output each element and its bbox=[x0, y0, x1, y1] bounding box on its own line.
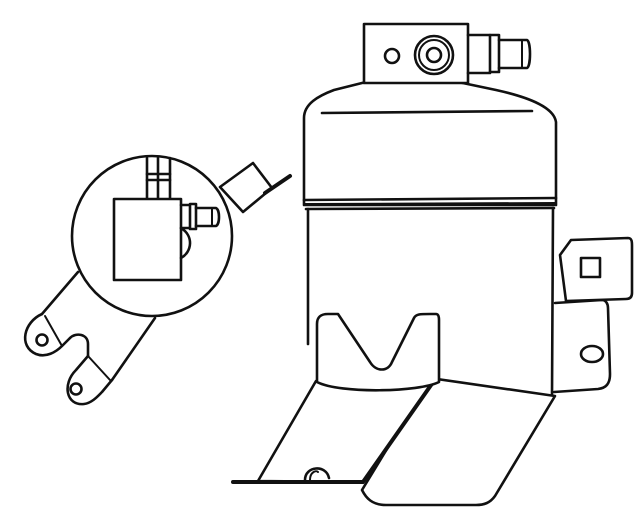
eyelet-hole-2-icon bbox=[69, 382, 83, 396]
top-fitting-block bbox=[362, 22, 532, 85]
detail-inset bbox=[70, 154, 234, 318]
leader-tab bbox=[218, 161, 292, 214]
square-mount-hole-icon bbox=[579, 256, 602, 279]
base-bracket bbox=[231, 312, 557, 507]
inset-switch-body bbox=[112, 197, 183, 282]
side-bracket bbox=[552, 236, 634, 394]
port-hole-icon bbox=[383, 47, 401, 65]
eyelet-hole-1-icon bbox=[35, 333, 49, 347]
oval-mount-hole-icon bbox=[579, 344, 605, 364]
fitting-nut-icon bbox=[413, 34, 455, 76]
inset-mounting-arm bbox=[23, 270, 157, 406]
